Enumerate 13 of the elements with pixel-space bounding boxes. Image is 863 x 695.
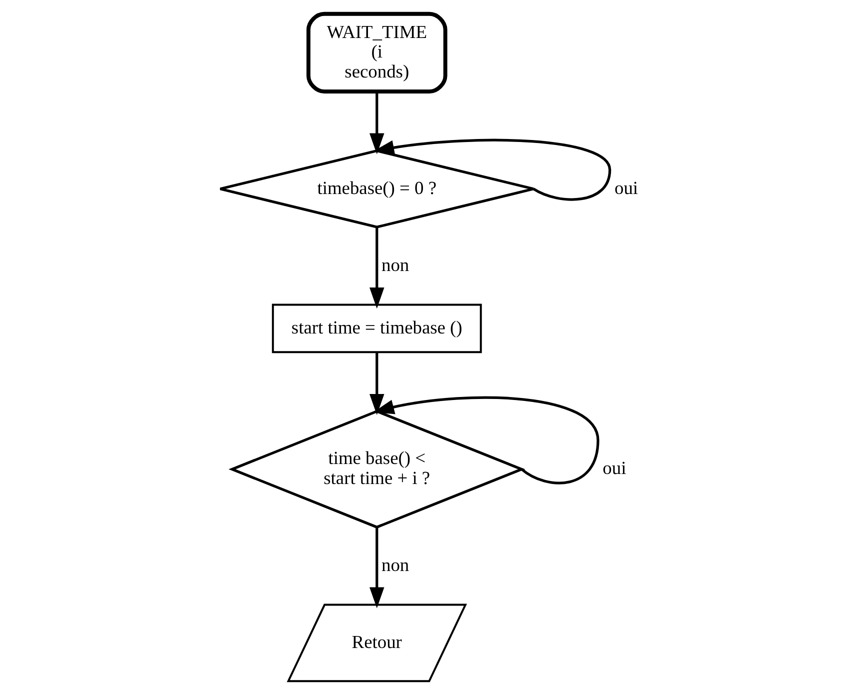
arrow xyxy=(373,396,600,484)
edge-label: non xyxy=(382,254,410,275)
edge-label: non xyxy=(382,554,410,575)
node-diamond: time base() < start time + i ? xyxy=(228,410,526,529)
arrow xyxy=(370,528,384,608)
edge-label: oui xyxy=(614,178,638,198)
node-box: start time = timebase () xyxy=(272,304,482,354)
arrow xyxy=(370,227,384,309)
edge-label: oui xyxy=(602,458,626,478)
node-diamond: timebase() = 0 ? xyxy=(218,149,535,228)
arrow xyxy=(370,92,384,154)
node-box: WAIT_TIME (i seconds) xyxy=(306,12,448,94)
arrow xyxy=(370,352,384,416)
